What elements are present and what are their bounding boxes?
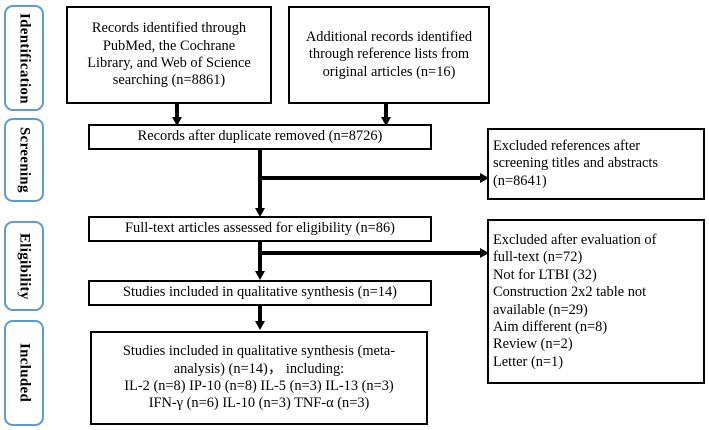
box-line: Studies included in qualitative synthesi… xyxy=(122,343,396,360)
stage-label-eligibility: Eligibility xyxy=(16,232,33,300)
box-line: (n=8641) xyxy=(493,172,547,189)
box-line: Review (n=2) xyxy=(493,336,573,353)
stage-pill-eligibility: Eligibility xyxy=(4,221,44,311)
box-line: analysis) (n=14)， including: xyxy=(173,360,345,377)
connector-fulltext-trunk xyxy=(258,242,262,274)
stage-label-included: Included xyxy=(16,343,33,403)
stage-label-identification: Identification xyxy=(16,12,33,104)
box-line: PubMed, the Cochrane xyxy=(102,37,236,54)
box-line: through reference lists from xyxy=(308,46,470,63)
box-fulltext-assessed: Full-text articles assessed for eligibil… xyxy=(88,216,432,242)
box-line: Letter (n=1) xyxy=(493,353,564,370)
stage-label-screening: Screening xyxy=(16,127,33,193)
box-records-identified-additional: Additional records identified through re… xyxy=(288,6,490,104)
connector-qualitative-to-meta xyxy=(258,306,262,323)
arrowhead-duplicates-to-fulltext xyxy=(254,208,265,217)
box-line: Construction 2x2 table not xyxy=(493,284,647,301)
box-line: searching (n=8861) xyxy=(112,72,226,89)
box-line: Excluded after evaluation of xyxy=(493,231,657,248)
box-meta-analysis: Studies included in qualitative synthesi… xyxy=(90,331,428,425)
stage-pill-identification: Identification xyxy=(4,5,44,111)
box-line: Aim different (n=8) xyxy=(493,318,608,335)
connector-duplicates-trunk xyxy=(258,150,262,210)
box-line: Records identified through xyxy=(91,20,247,37)
box-records-after-duplicates: Records after duplicate removed (n=8726) xyxy=(88,124,432,150)
box-line: Additional records identified xyxy=(305,28,473,45)
box-line: screening titles and abstracts xyxy=(493,155,659,172)
box-line: Full-text articles assessed for eligibil… xyxy=(125,220,395,237)
box-line: IFN-γ (n=6) IL-10 (n=3) TNF-α (n=3) xyxy=(148,395,370,412)
connector-fulltext-branch-to-excluded xyxy=(258,251,483,255)
box-line: original articles (n=16) xyxy=(322,63,456,80)
box-line: Library, and Web of Science xyxy=(87,55,251,71)
arrowhead-qualitative-to-meta xyxy=(254,321,265,330)
box-line: Excluded references after xyxy=(493,137,641,154)
stage-pill-included: Included xyxy=(4,320,44,426)
box-line: Records after duplicate removed (n=8726) xyxy=(137,128,383,145)
arrowhead-fulltext-to-qualitative xyxy=(254,271,265,280)
connector-right-source-to-duplicates xyxy=(384,104,388,119)
connector-duplicates-branch-to-excluded xyxy=(258,176,483,180)
connector-left-source-to-duplicates xyxy=(175,104,179,119)
box-records-identified-databases: Records identified through PubMed, the C… xyxy=(66,6,272,104)
arrowhead-to-excluded-fulltext xyxy=(480,247,489,258)
box-excluded-screening: Excluded references after screening titl… xyxy=(487,128,705,200)
arrowhead-left-source-to-duplicates xyxy=(171,117,182,126)
box-line: full-text (n=72) xyxy=(493,249,583,266)
box-excluded-fulltext: Excluded after evaluation of full-text (… xyxy=(487,219,705,384)
stage-pill-screening: Screening xyxy=(4,118,44,202)
arrowhead-to-excluded-screening xyxy=(480,172,489,183)
box-qualitative-synthesis: Studies included in qualitative synthesi… xyxy=(88,280,432,306)
box-line: Not for LTBI (32) xyxy=(493,266,597,283)
box-line: available (n=29) xyxy=(493,301,588,318)
box-line: IL-2 (n=8) IP-10 (n=8) IL-5 (n=3) IL-13 … xyxy=(124,378,394,394)
box-line: Studies included in qualitative synthesi… xyxy=(123,284,397,301)
arrowhead-right-source-to-duplicates xyxy=(380,117,391,126)
